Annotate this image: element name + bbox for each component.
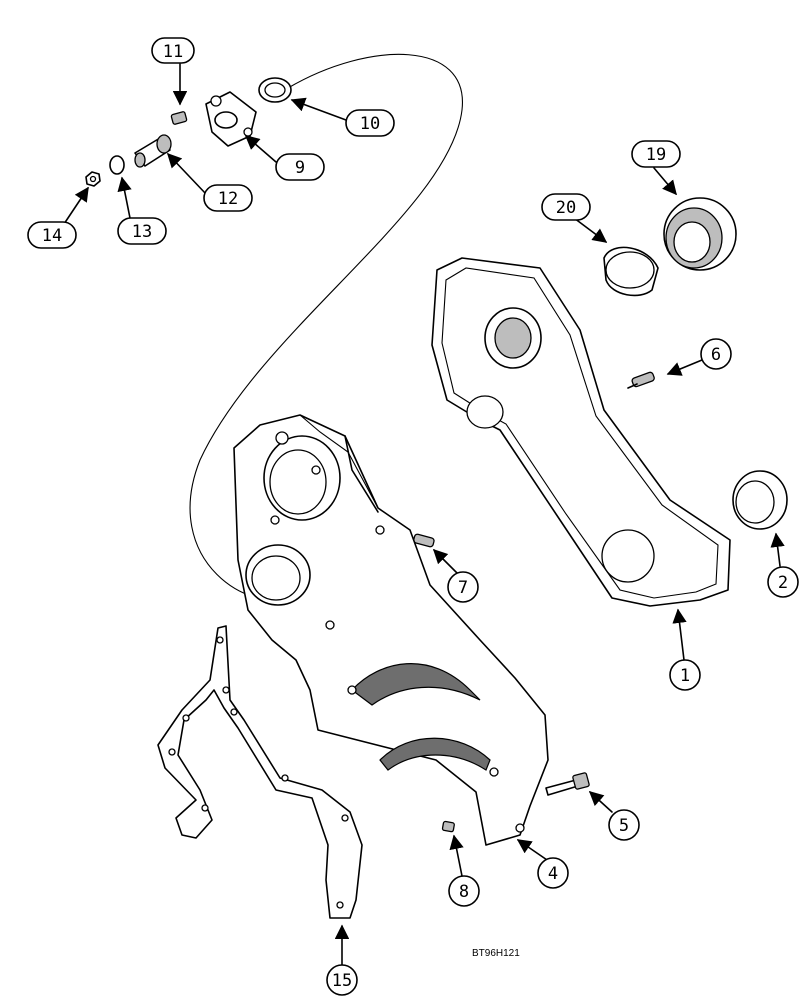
svg-text:15: 15 [332, 971, 352, 991]
callout-11: 10 [345, 109, 395, 137]
callout-4: 4 [537, 857, 569, 889]
svg-text:1: 1 [680, 666, 690, 686]
svg-text:19: 19 [646, 145, 666, 165]
callout-7: 6 [700, 338, 732, 370]
part-15-nut [85, 171, 101, 187]
part-8-bolt [413, 533, 435, 548]
svg-text:8: 8 [459, 882, 469, 902]
part-7-bolt [627, 371, 655, 389]
callout-13: 12 [203, 184, 253, 212]
part-2-seal [732, 470, 788, 530]
callout-20: 20 [541, 193, 591, 221]
svg-text:2: 2 [778, 573, 788, 593]
callout-2: 2 [767, 566, 799, 598]
callout-6: 5 [608, 809, 640, 841]
svg-text:5: 5 [619, 816, 629, 836]
part-20-ring [603, 246, 659, 297]
part-9-pin [441, 820, 455, 833]
svg-text:4: 4 [548, 864, 558, 884]
svg-text:12: 12 [218, 189, 238, 209]
assembly-loop-line [189, 53, 463, 602]
callout-10: 9 [275, 153, 325, 181]
callout-14: 13 [117, 217, 167, 245]
part-1-gasket [431, 257, 731, 607]
callout-15: 14 [27, 221, 77, 249]
svg-text:11: 11 [163, 42, 183, 62]
svg-text:13: 13 [132, 222, 152, 242]
part-11-seal-ring [258, 77, 292, 103]
svg-text:10: 10 [360, 114, 380, 134]
callout-leaders [63, 63, 785, 969]
svg-text:9: 9 [295, 158, 305, 178]
callout-8: 7 [447, 571, 479, 603]
part-10-flange [205, 91, 257, 147]
part-5-gasket [157, 625, 363, 919]
part-14-o-ring [109, 155, 125, 175]
svg-text:6: 6 [711, 345, 721, 365]
callout-9: 8 [448, 875, 480, 907]
svg-text:7: 7 [458, 578, 468, 598]
part-13-fitting [134, 134, 172, 168]
svg-text:20: 20 [556, 198, 576, 218]
callout-5: 15 [326, 964, 358, 996]
callout-1: 1 [669, 659, 701, 691]
callout-12: 11 [151, 37, 195, 64]
part-12-plug [170, 111, 188, 125]
callout-19: 19 [631, 140, 681, 168]
drawing-code: BT96H121 [472, 948, 520, 959]
part-6-bolt [545, 772, 590, 796]
part-4-front-cover [233, 414, 549, 846]
svg-text:14: 14 [42, 226, 62, 246]
part-19-seal [663, 197, 737, 271]
